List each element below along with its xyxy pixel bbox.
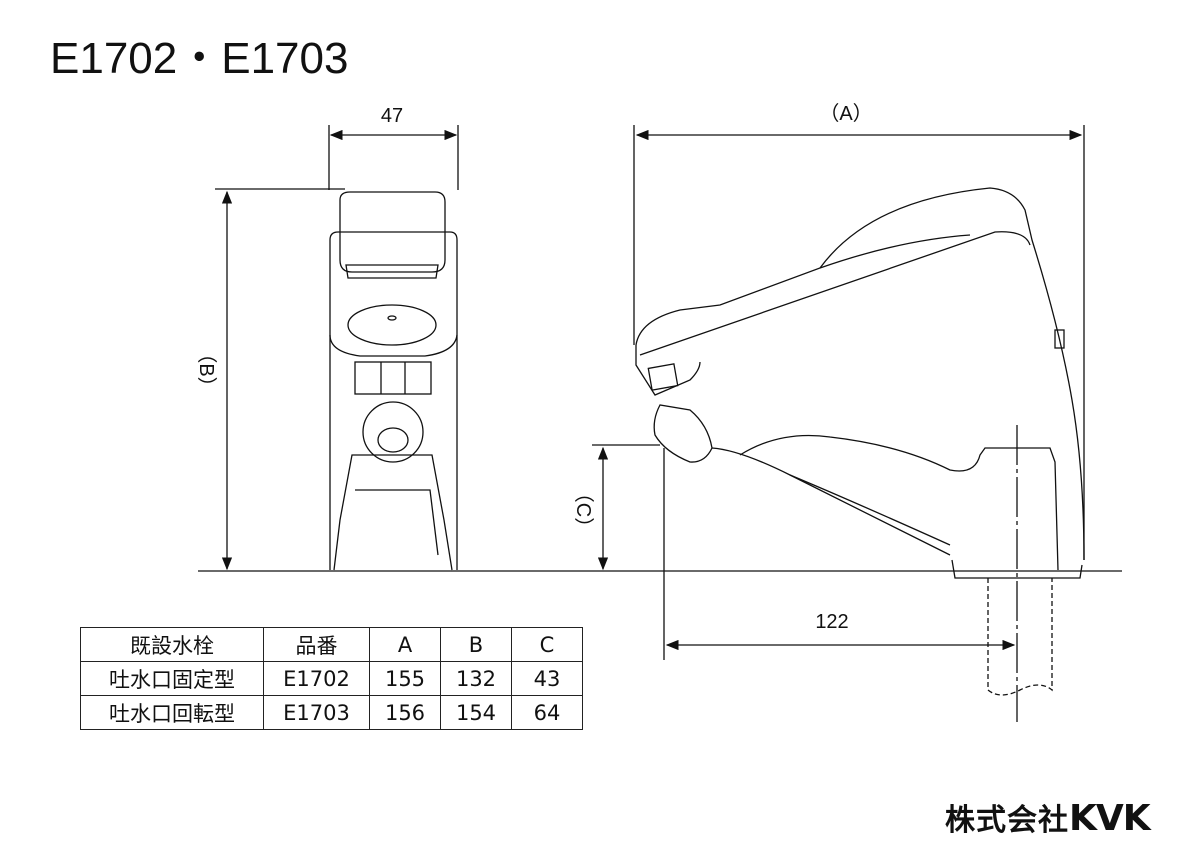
table-row: 吐水口回転型 E1703 156 154 64: [80, 695, 583, 730]
dim-label-a: （A）: [819, 102, 872, 125]
table-cell: E1703: [263, 695, 370, 730]
dim-label-47: 47: [381, 105, 403, 127]
header-cell: C: [511, 627, 583, 662]
dimension-a: [633, 125, 1085, 560]
table-cell: 64: [511, 695, 583, 730]
brand-name: KVK: [1069, 798, 1151, 839]
table-header-row: 既設水栓 品番 A B C: [80, 627, 583, 662]
table-cell: E1702: [263, 661, 370, 696]
dimension-b: [215, 188, 345, 571]
dimension-122: [663, 425, 1018, 722]
dimension-47: [328, 125, 459, 190]
dim-label-122: 122: [815, 611, 848, 633]
table-cell: 吐水口回転型: [80, 695, 264, 730]
front-view-faucet: [329, 191, 458, 571]
table-cell: 155: [369, 661, 441, 696]
table-cell: 154: [440, 695, 512, 730]
table-cell: 43: [511, 661, 583, 696]
header-cell: A: [369, 627, 441, 662]
company-logo: 株式会社KVK: [945, 795, 1151, 839]
page-title: E1702・E1703: [50, 34, 349, 83]
company-name: 株式会社: [945, 803, 1069, 838]
header-cell: B: [440, 627, 512, 662]
header-cell: 既設水栓: [80, 627, 264, 662]
spec-table: 既設水栓 品番 A B C 吐水口固定型 E1702 155 132 43 吐水…: [80, 627, 583, 730]
dim-label-c: （C）: [572, 483, 595, 537]
table-row: 吐水口固定型 E1702 155 132 43: [80, 661, 583, 696]
header-cell: 品番: [263, 627, 370, 662]
table-cell: 156: [369, 695, 441, 730]
dim-label-b: （B）: [195, 343, 218, 396]
dimension-c: [592, 444, 660, 571]
side-view-faucet: [635, 187, 1085, 696]
table-cell: 132: [440, 661, 512, 696]
table-cell: 吐水口固定型: [80, 661, 264, 696]
